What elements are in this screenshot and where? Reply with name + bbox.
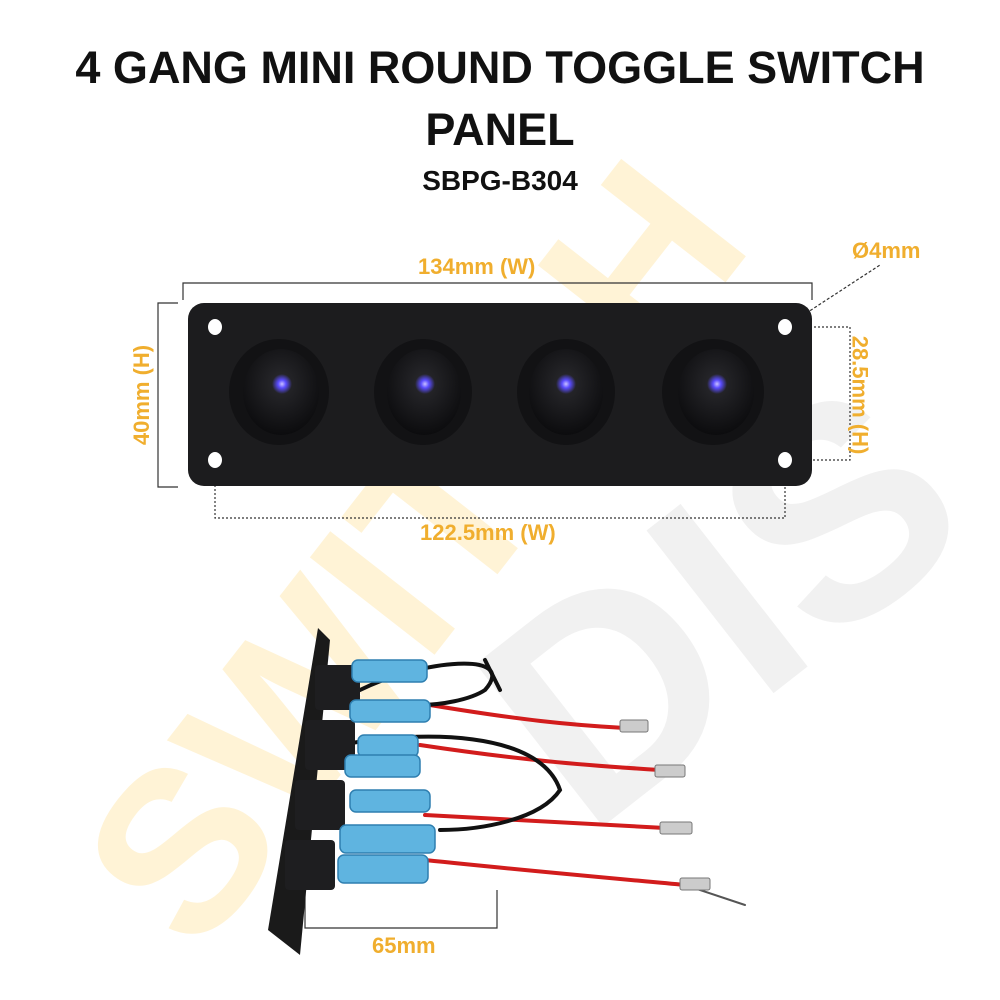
hole-spacing-height-label: 28.5mm (H) xyxy=(847,335,873,455)
mounting-holes xyxy=(208,319,792,468)
led-indicator xyxy=(707,374,727,394)
depth-label: 65mm xyxy=(372,933,436,958)
hole-spacing-width-label: 122.5mm (W) xyxy=(420,520,556,545)
led-indicator xyxy=(272,374,292,394)
side-view xyxy=(268,628,746,955)
page-title-line2: PANEL xyxy=(425,104,575,155)
front-panel xyxy=(188,303,812,486)
model-number: SBPG-B304 xyxy=(422,165,578,196)
switch-4 xyxy=(662,339,764,445)
dimension-lines xyxy=(157,264,881,929)
page-title: 4 GANG MINI ROUND TOGGLE SWITCH xyxy=(75,42,925,93)
switch-1 xyxy=(229,339,329,445)
hole-diameter-label: Ø4mm xyxy=(852,238,921,263)
overall-height-label: 40mm (H) xyxy=(129,344,155,446)
switch-2 xyxy=(374,339,472,445)
overall-width-label: 134mm (W) xyxy=(418,254,536,279)
led-indicator xyxy=(415,374,435,394)
switch-3 xyxy=(517,339,615,445)
led-indicator xyxy=(556,374,576,394)
